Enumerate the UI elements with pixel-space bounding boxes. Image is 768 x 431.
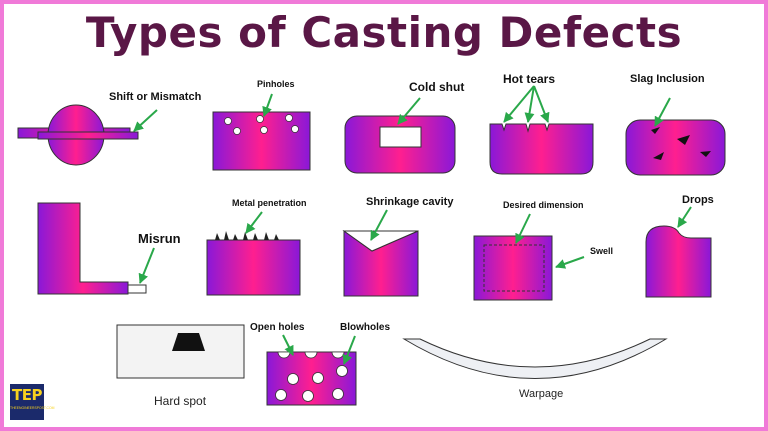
shift-mismatch-shape <box>17 104 139 166</box>
label-swell: Swell <box>590 246 614 256</box>
pinholes-shape <box>212 111 311 171</box>
label-hot-tears: Hot tears <box>503 72 556 86</box>
metal-penetration-arrow <box>245 211 263 234</box>
logo-subtext: THEENGINEERSPOST.COM <box>10 406 55 410</box>
pinholes-arrow <box>262 93 273 117</box>
warpage-shape <box>402 338 668 379</box>
misrun-shape <box>37 202 147 295</box>
slag-inclusion-shape <box>625 119 726 176</box>
label-metal-penetration: Metal penetration <box>232 198 307 208</box>
cold-shut-shape <box>344 115 456 174</box>
label-shrinkage-cavity: Shrinkage cavity <box>366 196 454 208</box>
swell-arrow <box>555 256 585 269</box>
drops-shape <box>645 225 712 298</box>
logo-mark: TEP <box>12 386 42 404</box>
desired-dimension-arrow <box>515 213 531 244</box>
hard-spot-shape <box>116 324 245 379</box>
open-holes-shape <box>266 351 357 406</box>
hot-tears-arrow-3 <box>533 85 550 123</box>
label-misrun: Misrun <box>138 231 181 246</box>
tep-logo: TEP THEENGINEERSPOST.COM <box>10 384 55 420</box>
label-hard-spot: Hard spot <box>154 394 207 408</box>
swell-shape <box>473 235 553 301</box>
shrinkage-cavity-shape <box>342 230 419 297</box>
label-desired-dimension: Desired dimension <box>503 200 584 210</box>
hot-tears-shape <box>489 123 594 175</box>
misrun-arrow <box>138 247 155 284</box>
label-open-holes: Open holes <box>250 322 305 333</box>
label-slag-inclusion: Slag Inclusion <box>630 73 705 85</box>
metal-penetration-shape <box>206 231 301 296</box>
label-pinholes: Pinholes <box>257 79 295 89</box>
cold-shut-arrow <box>397 97 421 125</box>
label-cold-shut: Cold shut <box>409 80 465 94</box>
slag-arrow <box>654 97 671 127</box>
hot-tears-arrow-1 <box>503 85 535 123</box>
page-title: Types of Casting Defects <box>85 8 683 57</box>
blowholes-arrow <box>342 335 356 365</box>
shrinkage-arrow <box>370 209 388 241</box>
drops-arrow <box>677 206 692 228</box>
label-warpage: Warpage <box>519 388 564 400</box>
open-holes-arrow <box>282 334 294 356</box>
label-blowholes: Blowholes <box>340 322 391 333</box>
label-drops: Drops <box>682 194 714 206</box>
hot-tears-arrow-2 <box>524 85 535 123</box>
label-shift-mismatch: Shift or Mismatch <box>109 91 202 103</box>
shift-arrow <box>133 109 158 132</box>
